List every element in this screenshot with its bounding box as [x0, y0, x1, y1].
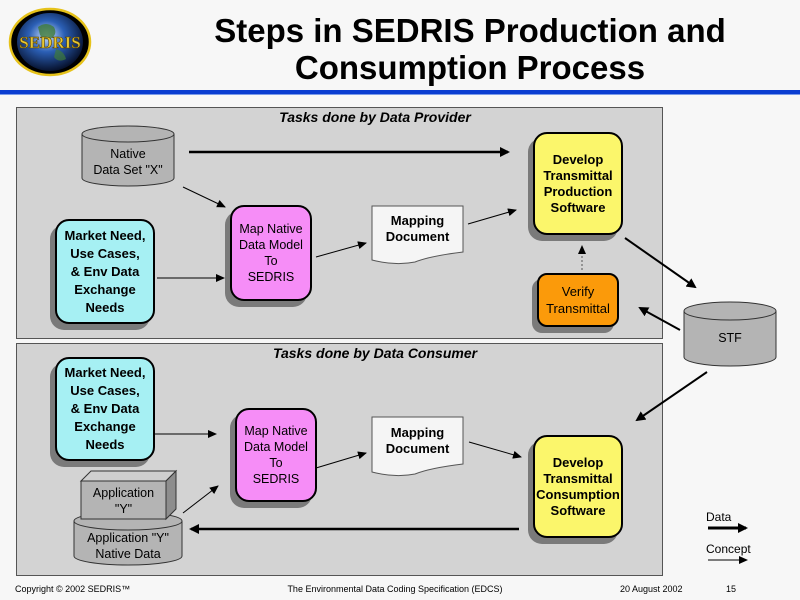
title-rule	[0, 90, 800, 95]
provider-mapping-document-label: Mapping Document	[385, 213, 450, 244]
consumer-map-native-box: Map Native Data Model To SEDRIS	[235, 408, 317, 502]
native-data-set-cylinder	[81, 125, 175, 187]
consumer-market-need-box: Market Need, Use Cases, & Env Data Excha…	[55, 357, 155, 461]
verify-transmittal-box: Verify Transmittal	[537, 273, 619, 327]
develop-consumption-box: Develop Transmittal Consumption Software	[533, 435, 623, 538]
consumer-mapping-document-label: Mapping Document	[385, 425, 450, 456]
provider-panel-title: Tasks done by Data Provider	[279, 109, 471, 125]
arrow-mapping-doc-to-develop	[467, 208, 517, 225]
application-native-data-label: Application "Y" Native Data	[87, 531, 169, 561]
legend-data-label: Data	[706, 510, 732, 524]
arrow-appy-to-map	[182, 485, 219, 514]
application-y-label: Application "Y"	[92, 486, 155, 516]
stf-cylinder	[683, 301, 777, 367]
provider-market-need-box: Market Need, Use Cases, & Env Data Excha…	[55, 219, 155, 324]
stf-label: STF	[718, 331, 742, 345]
develop-production-box: Develop Transmittal Production Software	[533, 132, 623, 235]
slide-title: Steps in SEDRIS Production and Consumpti…	[180, 12, 760, 86]
footer-page-number: 15	[726, 584, 737, 594]
consumer-mapping-document-shape	[371, 416, 464, 477]
title-line-2: Consumption Process	[294, 49, 646, 86]
arrow-develop-to-stf	[624, 237, 697, 289]
arrow-map-to-mapping-doc-consumer	[315, 451, 367, 469]
title-line-1: Steps in SEDRIS Production and	[214, 12, 726, 49]
consumer-panel-title: Tasks done by Data Consumer	[272, 345, 478, 361]
arrow-mapping-doc-to-develop-consumption	[468, 441, 522, 459]
footer-copyright: Copyright © 2002 SEDRIS™	[15, 584, 131, 594]
arrow-stf-to-develop-consumption	[635, 371, 708, 422]
footer-date: 20 August 2002	[620, 584, 683, 594]
legend-concept-label: Concept	[706, 542, 751, 556]
native-data-set-label: Native Data Set "X"	[93, 147, 163, 177]
provider-mapping-document-shape	[371, 205, 464, 265]
application-y-box	[79, 469, 178, 521]
arrow-stf-to-verify	[638, 307, 681, 331]
provider-map-native-box: Map Native Data Model To SEDRIS	[230, 205, 312, 301]
arrow-native-to-map	[182, 186, 226, 208]
arrow-map-to-mapping-doc	[315, 241, 367, 258]
sedris-logo: SEDRIS	[8, 7, 92, 77]
logo-text: SEDRIS	[19, 33, 80, 52]
footer-center-text: The Environmental Data Coding Specificat…	[287, 584, 503, 594]
